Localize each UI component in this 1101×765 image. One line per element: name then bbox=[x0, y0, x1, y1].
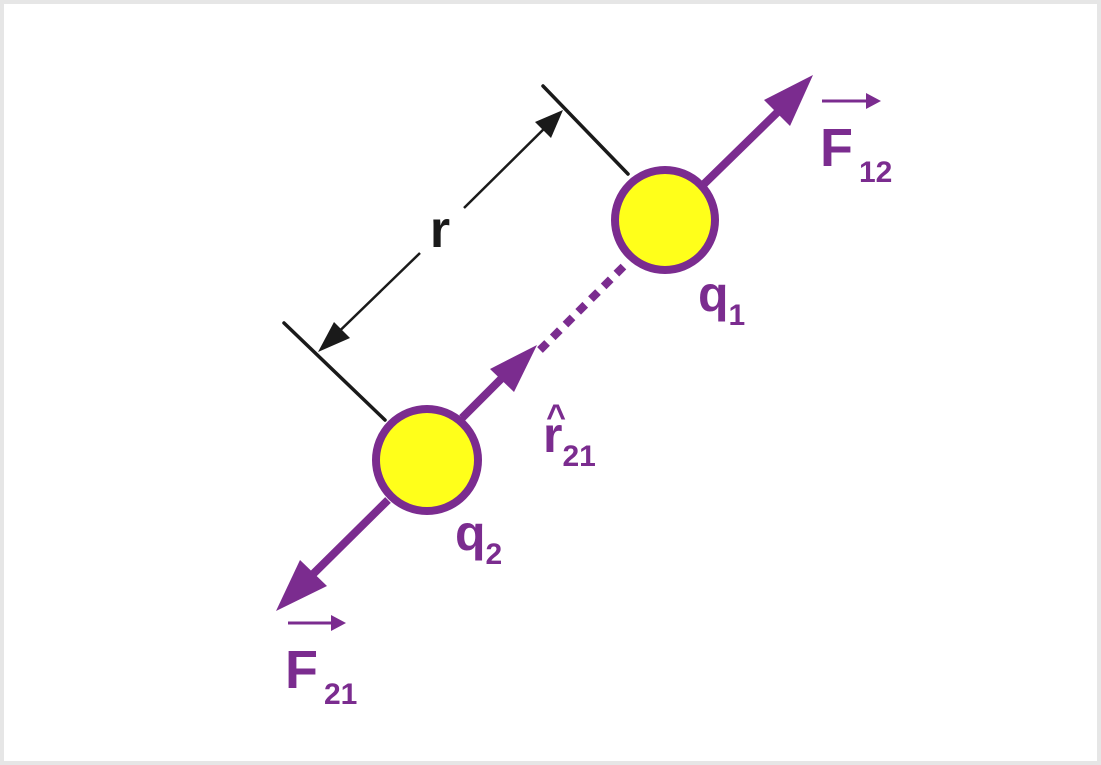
unit-vector-r21-arrowhead bbox=[490, 345, 537, 392]
charge-q1-label: q1 bbox=[698, 266, 745, 332]
extension-line-q2 bbox=[282, 321, 387, 422]
charge-q1-label-main: q bbox=[698, 266, 729, 322]
connector-dotted bbox=[537, 259, 631, 353]
charge-q1-label-sub: 1 bbox=[729, 299, 746, 332]
force-f12-arrowhead bbox=[764, 75, 813, 126]
force-f12-label-sub: 12 bbox=[859, 156, 892, 189]
charge-q2-label-sub: 2 bbox=[486, 538, 503, 571]
extension-line-q1 bbox=[541, 84, 630, 176]
charge-q2-label: q2 bbox=[455, 505, 502, 571]
unit-vector-r21-label-sub: 21 bbox=[562, 440, 595, 473]
f12-vector-bar-head bbox=[866, 93, 881, 109]
charge-q2-label-main: q bbox=[455, 505, 486, 561]
force-f12-shaft bbox=[701, 97, 793, 187]
distance-label: r bbox=[430, 201, 450, 259]
f21-vector-bar-head bbox=[331, 615, 346, 631]
force-f21-arrowhead bbox=[276, 560, 327, 611]
charge-q2 bbox=[372, 405, 482, 515]
unit-vector-hat: ^ bbox=[546, 398, 566, 436]
distance-arrowhead-upper bbox=[535, 110, 563, 138]
force-f21-label-sub: 21 bbox=[324, 678, 357, 711]
force-f21-shaft bbox=[299, 497, 391, 588]
charge-q1 bbox=[611, 166, 719, 274]
unit-vector-r21-label: r21 bbox=[543, 407, 596, 473]
force-f21-label-main: F bbox=[285, 640, 318, 700]
distance-arrowhead-lower bbox=[318, 322, 350, 352]
unit-vector-r21-label-main: r bbox=[543, 407, 562, 463]
force-f12-label-main: F bbox=[820, 118, 853, 178]
